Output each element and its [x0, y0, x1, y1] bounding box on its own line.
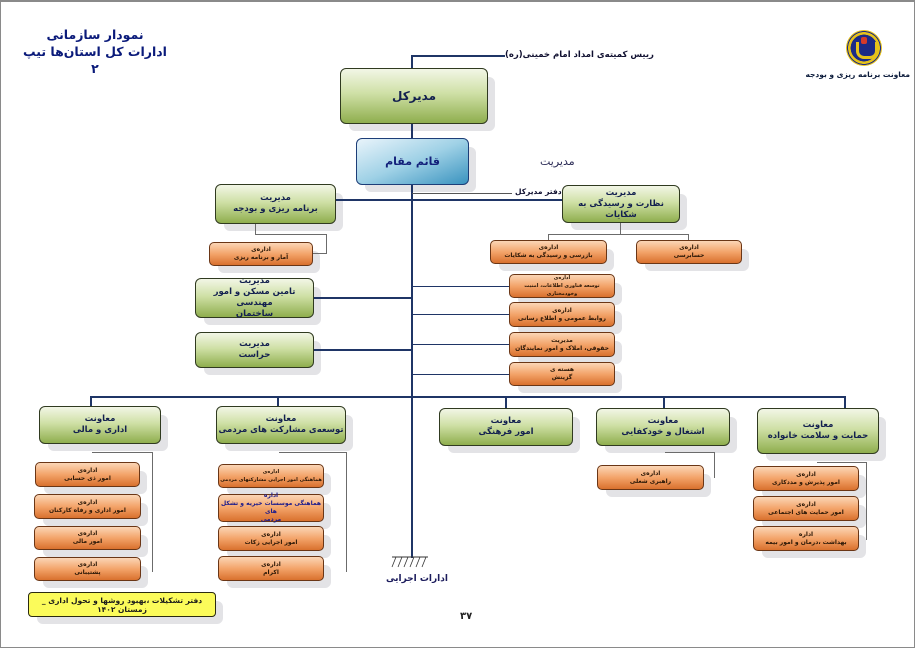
inspection-management-box[interactable]: مدیریت نظارت و رسیدگی به شکایات	[562, 185, 687, 230]
legal-management-box[interactable]: مدیریت حقوقی، املاک و امور نمایندگان	[509, 332, 622, 364]
chart-title: نمودار سازمانی ادارات کل استان‌ها تیپ ۲	[20, 26, 170, 77]
connector-staff-4	[412, 374, 509, 375]
page-number: ۳۷	[460, 611, 473, 622]
selection-core-box[interactable]: هسته ی گزینش	[509, 362, 622, 393]
connector-housing	[314, 297, 412, 299]
connector-supervisor-horizontal	[412, 55, 505, 57]
health-insurance-office-box[interactable]: اداره بهداشت ،درمان و امور بیمه	[753, 526, 866, 558]
connector-dep4-children	[714, 452, 715, 478]
connector-planning-child-v2	[326, 234, 327, 254]
connector-level2-horizontal	[305, 199, 563, 201]
connector-planning-child-h2	[313, 253, 327, 254]
connector-staff-1	[412, 286, 509, 287]
admin-welfare-office-box[interactable]: اداره‌ی امور اداری و رفاه کارکنان	[34, 494, 148, 526]
connector-dep5-children	[866, 462, 867, 540]
connector-deputy-4	[663, 396, 665, 408]
connector-dep2-top	[279, 452, 347, 453]
accounting-office-box[interactable]: اداره‌ی امور ذی حسابی	[35, 462, 147, 494]
connector-deputy-2	[277, 396, 279, 408]
deputy-cultural-box[interactable]: معاونت امور فرهنگی	[439, 408, 580, 453]
connector-deputies-horizontal	[90, 396, 846, 398]
connector-inspection-child-h	[548, 234, 688, 235]
connector-inspection-child-right	[688, 234, 689, 240]
deputy-box[interactable]: قائم مقام	[356, 138, 476, 192]
support-office-box[interactable]: اداره‌ی پشتیبانی	[34, 557, 148, 588]
connector-deputy-1	[90, 396, 92, 408]
job-guidance-office-box[interactable]: اداره‌ی راهبری شغلی	[597, 465, 711, 497]
connector-planning-child-v	[255, 223, 256, 235]
housing-management-box[interactable]: مدیریت تامین مسکن و امور مهندسی ساختمان	[195, 276, 321, 325]
connector-deputy-3	[505, 396, 507, 408]
deputy-label: قائم مقام	[385, 154, 440, 168]
ekram-office-box[interactable]: اداره‌ی اکرام	[218, 556, 331, 588]
emblem-icon	[846, 30, 882, 66]
connector-dep2-children	[346, 452, 347, 572]
connector-main-spine	[411, 124, 413, 558]
footer-note-text: دفتر تشکیلات ،بهبود روشها و تحول اداری _…	[41, 595, 203, 614]
participation-exec-office-box[interactable]: اداره‌ی هماهنگی امور اجرایی مشارکتهای مر…	[218, 464, 331, 495]
deputy-public-participation-box[interactable]: معاونت توسعه‌ی مشارکت های مردمی	[216, 406, 353, 451]
admission-social-work-office-box[interactable]: اداره‌ی امور پذیرش و مددکاری	[753, 466, 866, 498]
dg-office-label: دفتر مدیرکل	[515, 187, 562, 196]
ground-symbol-icon	[391, 556, 428, 568]
footer-note-box: دفتر تشکیلات ،بهبود روشها و تحول اداری _…	[28, 592, 223, 624]
floating-management-label: مدیریت	[540, 155, 575, 168]
deputy-family-support-box[interactable]: معاونت حمایت و سلامت خانواده	[757, 408, 886, 461]
connector-dep1-top	[92, 452, 153, 453]
statistics-planning-office-box[interactable]: اداره‌ی آمار و برنامه ریزی	[209, 242, 320, 273]
charity-institutions-office-box[interactable]: اداره هماهنگی موسسات خیریه و تشکل های مر…	[218, 492, 331, 529]
connector-security	[314, 349, 412, 351]
inspection-complaints-office-box[interactable]: اداره‌ی بازرسی و رسیدگی به شکایات	[490, 240, 614, 271]
connector-supervisor-vertical	[411, 55, 413, 69]
supervisor-label: رییس کمیته‌ی امداد امام خمینی(ره)	[505, 50, 654, 60]
zakat-office-box[interactable]: اداره‌ی امور اجرایی زکات	[218, 526, 331, 558]
connector-dg-office	[412, 193, 512, 194]
organization-logo: معاونت برنامه ریزی و بودجه	[805, 30, 910, 79]
connector-inspection-child-v	[620, 223, 621, 235]
connector-planning-child-h	[255, 234, 327, 235]
connector-staff-3	[412, 344, 509, 345]
executive-offices-label: ادارات اجرایی	[386, 574, 448, 584]
title-line-1: نمودار سازمانی	[46, 27, 144, 42]
connector-dep5-top	[817, 462, 867, 463]
connector-deputy-5	[844, 396, 846, 408]
title-line-2: ادارات کل استان‌ها تیپ ۲	[23, 44, 167, 76]
logo-caption: معاونت برنامه ریزی و بودجه	[805, 70, 910, 79]
security-management-box[interactable]: مدیریت حراست	[195, 332, 321, 375]
planning-management-box[interactable]: مدیریت برنامه ریزی و بودجه	[215, 184, 343, 231]
public-relations-office-box[interactable]: اداره‌ی روابط عمومی و اطلاع رسانی	[509, 302, 622, 334]
connector-dep4-top	[665, 452, 715, 453]
social-support-office-box[interactable]: اداره‌ی امور حمایت های اجتماعی	[753, 496, 866, 528]
financial-office-box[interactable]: اداره‌ی امور مالی	[34, 526, 148, 557]
director-general-box[interactable]: مدیرکل	[340, 68, 495, 131]
deputy-admin-finance-box[interactable]: معاونت اداری و مالی	[39, 406, 168, 451]
deputy-employment-box[interactable]: معاونت اشتغال و خودکفایی	[596, 408, 737, 453]
audit-office-box[interactable]: اداره‌ی حسابرسی	[636, 240, 749, 271]
connector-staff-2	[412, 314, 509, 315]
director-general-label: مدیرکل	[391, 89, 437, 103]
connector-dep1-children	[152, 452, 153, 572]
connector-inspection-child-left	[548, 234, 549, 240]
it-office-box[interactable]: اداره‌ی توسعه فناوری اطلاعات، امنیت وخود…	[509, 274, 622, 305]
